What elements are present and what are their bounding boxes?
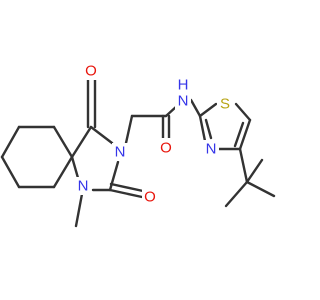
oxygen-atom-top: O [85,63,97,80]
tert-butyl-group [224,147,276,208]
carbonyl-bottom [108,182,145,199]
nitrogen-atom-nh: N [178,93,189,110]
hydantoin-ring [70,125,120,192]
molecule-canvas: O N O N O N H S N [0,62,276,228]
ch2-linker [124,114,168,145]
cyclohexane-ring [0,125,74,189]
thiazole-ring [198,102,252,151]
molecule-structure: O N O N O N H S N [0,62,276,228]
oxygen-atom-amide: O [160,140,172,157]
n-methyl-bond [74,192,84,228]
nitrogen-atom-imide: N [115,144,126,161]
oxygen-atom-bottom: O [144,189,156,206]
hydrogen-atom-nh: H [178,77,189,94]
sulfur-atom: S [220,96,230,113]
nitrogen-atom-methyl: N [78,178,89,195]
carbonyl-top [86,77,97,129]
nitrogen-atom-thiazole: N [206,141,217,158]
